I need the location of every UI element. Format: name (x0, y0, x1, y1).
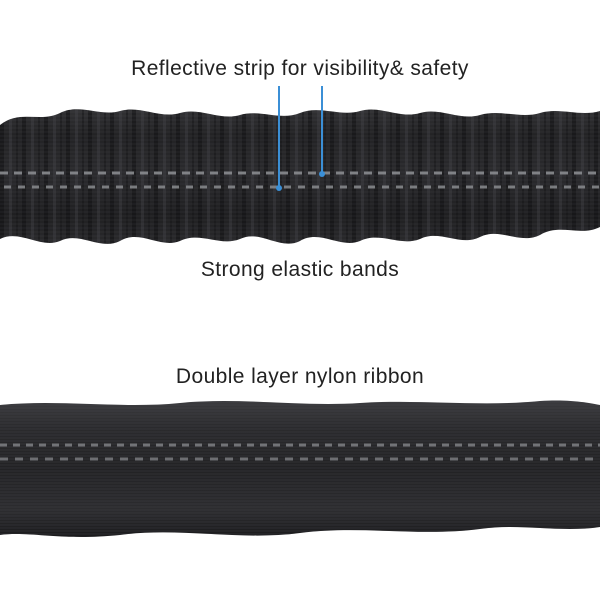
elastic-bands-label: Strong elastic bands (200, 258, 400, 281)
elastic-band-image (0, 109, 600, 244)
nylon-ribbon-label: Double layer nylon ribbon (175, 365, 425, 388)
nylon-ribbon-image (0, 400, 600, 537)
reflective-strip-label: Reflective strip for visibility& safety (131, 57, 469, 80)
